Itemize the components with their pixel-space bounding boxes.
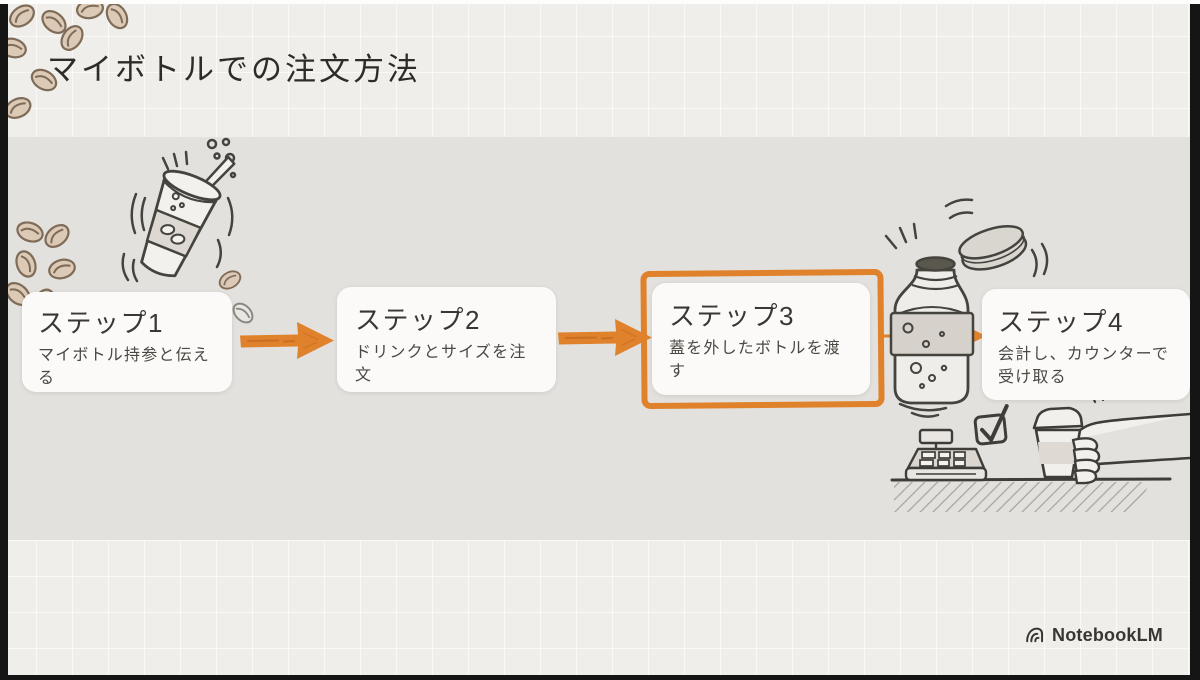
letterbox-top-strip bbox=[0, 0, 1200, 4]
step-label: ステップ3 bbox=[669, 301, 795, 331]
step-description: 会計し、カウンターで受け取る bbox=[998, 346, 1170, 386]
checkmark-icon bbox=[973, 404, 1009, 446]
coffee-cup-hand-icon bbox=[1032, 392, 1192, 485]
step-description: ドリンクとサイズを注文 bbox=[355, 344, 527, 384]
slide-title: マイボトルでの注文方法 bbox=[47, 52, 421, 87]
step-card-2: ステップ2 ドリンクとサイズを注文 bbox=[337, 287, 556, 392]
step-label: ステップ4 bbox=[998, 307, 1124, 337]
step-label: ステップ2 bbox=[355, 305, 481, 335]
step-description: マイボトル持参と伝える bbox=[38, 347, 211, 387]
flow-arrow-icon bbox=[558, 319, 652, 356]
counter-hatch bbox=[894, 482, 1150, 512]
checkout-scene bbox=[890, 392, 1192, 512]
step-description: 蓋を外したボトルを渡す bbox=[669, 340, 842, 380]
notebooklm-branding: NotebookLM bbox=[1024, 625, 1163, 646]
cash-register-icon bbox=[904, 428, 988, 482]
notebooklm-logo-icon bbox=[1026, 627, 1044, 643]
tumbler-icon bbox=[121, 137, 237, 283]
step-card-3: ステップ3 蓋を外したボトルを渡す bbox=[652, 283, 870, 395]
step-label: ステップ1 bbox=[38, 308, 164, 338]
step-card-1: ステップ1 マイボトル持参と伝える bbox=[22, 292, 232, 392]
flow-arrow-icon bbox=[240, 322, 334, 359]
letterbox-right-bar bbox=[1190, 4, 1200, 680]
letterbox-left-bar bbox=[0, 4, 8, 680]
notebooklm-logo-text: NotebookLM bbox=[1052, 625, 1163, 645]
step-card-4: ステップ4 会計し、カウンターで受け取る bbox=[982, 289, 1190, 400]
bottle-open-icon bbox=[884, 198, 1049, 418]
letterbox-bottom-bar bbox=[0, 675, 1200, 680]
